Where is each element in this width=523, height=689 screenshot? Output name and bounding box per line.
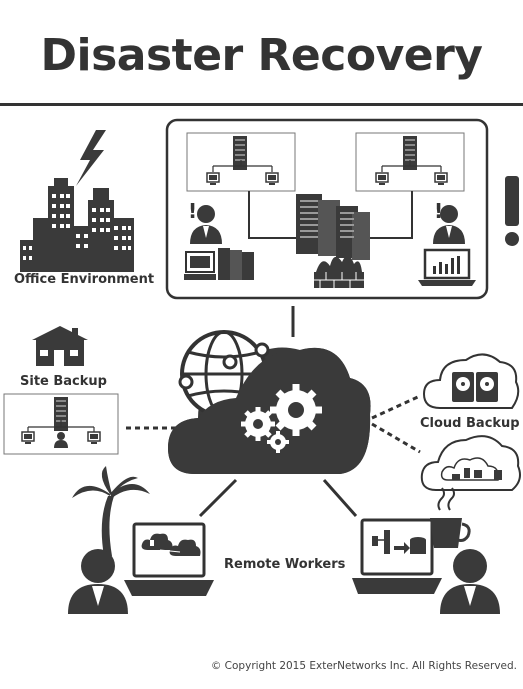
cloud-backup-network-icon [420,435,521,491]
office-buildings-icon [20,178,134,272]
office-network-left [186,132,296,192]
site-backup-label: Site Backup [20,374,107,389]
lightning-icon [76,130,106,186]
workstation-icon [184,248,254,280]
coffee-cup-icon [430,487,471,548]
page-title: Disaster Recovery [40,30,483,81]
alert-icon: ! [188,199,197,223]
gears-icon [241,384,322,453]
laptop-chart-icon [418,248,476,286]
cloud-backup-label: Cloud Backup [420,416,520,431]
alert-icon: ! [434,199,443,223]
cloud-backup-storage-icon [422,353,520,409]
copyright-notice: © Copyright 2015 ExterNetworks Inc. All … [210,660,517,672]
remote-laptop-right-icon [352,518,442,594]
remote-workers-label: Remote Workers [224,557,346,572]
firewall-icon [314,255,364,288]
title-divider [0,103,523,106]
remote-worker-left-icon [68,549,128,614]
office-environment-label: Office Environment [14,272,155,287]
palm-tree-icon [72,466,150,556]
datacenter-servers-icon [296,194,370,260]
house-icon [32,326,88,366]
big-alert-icon [505,176,519,246]
remote-worker-right-icon [440,549,500,614]
site-backup-network [3,393,119,455]
remote-laptop-left-icon [124,522,214,596]
office-network-right [355,132,465,192]
